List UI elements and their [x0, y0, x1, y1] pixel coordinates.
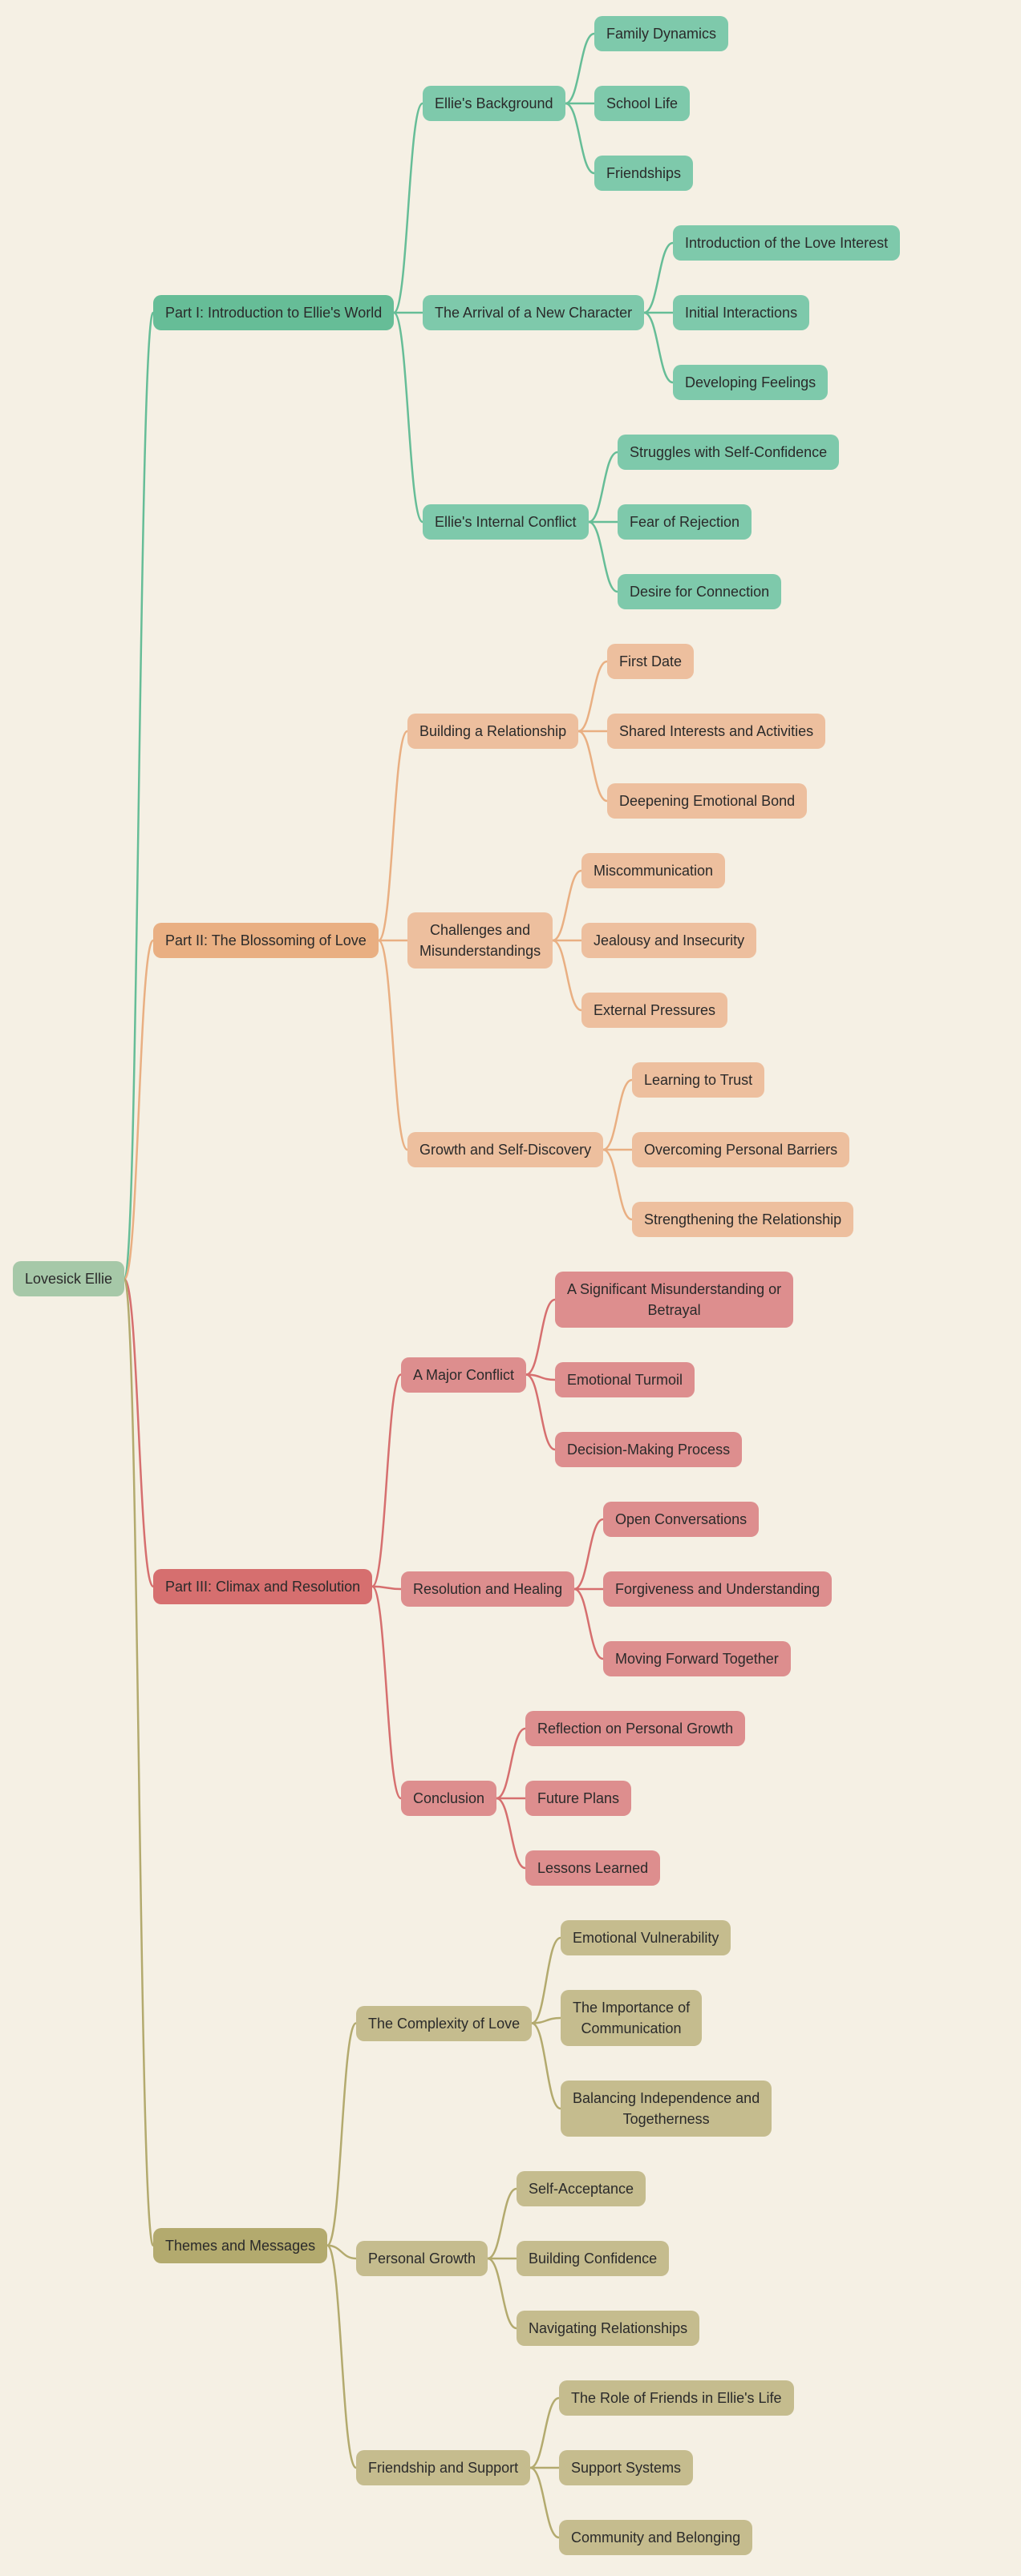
node-friendships[interactable]: Friendships	[594, 156, 694, 191]
node-the-role-of-friends-in-ellie-s-life[interactable]: The Role of Friends in Ellie's Life	[559, 2380, 794, 2416]
edge-part-i-introduction-to-ellie-s-world-to-ellie-s-background	[392, 102, 424, 314]
node-family-dynamics[interactable]: Family Dynamics	[594, 16, 729, 51]
node-jealousy-and-insecurity[interactable]: Jealousy and Insecurity	[581, 923, 757, 958]
edge-part-i-introduction-to-ellie-s-world-to-ellie-s-internal-conflict	[392, 311, 424, 524]
edge-resolution-and-healing-to-open-conversations	[573, 1518, 605, 1591]
edge-ellie-s-internal-conflict-to-desire-for-connection	[587, 520, 619, 593]
node-balancing-independence-and-togetherness[interactable]: Balancing Independence and Togetherness	[561, 2081, 772, 2137]
edge-challenges-and-misunderstandings-to-miscommunication	[551, 869, 583, 942]
node-overcoming-personal-barriers[interactable]: Overcoming Personal Barriers	[632, 1132, 850, 1167]
node-introduction-of-the-love-interest[interactable]: Introduction of the Love Interest	[673, 225, 901, 261]
edge-a-major-conflict-to-decision-making-process	[525, 1373, 557, 1451]
edge-the-arrival-of-a-new-character-to-introduction-of-the-love-interest	[642, 241, 675, 314]
node-the-importance-of-communication[interactable]: The Importance of Communication	[561, 1990, 703, 2046]
edge-growth-and-self-discovery-to-strengthening-the-relationship	[602, 1148, 634, 1221]
edge-building-a-relationship-to-first-date	[577, 660, 609, 733]
node-lessons-learned[interactable]: Lessons Learned	[525, 1850, 661, 1886]
node-themes-and-messages[interactable]: Themes and Messages	[153, 2228, 328, 2263]
node-resolution-and-healing[interactable]: Resolution and Healing	[401, 1571, 575, 1607]
node-ellie-s-background[interactable]: Ellie's Background	[423, 86, 565, 121]
node-strengthening-the-relationship[interactable]: Strengthening the Relationship	[632, 1202, 854, 1237]
node-the-complexity-of-love[interactable]: The Complexity of Love	[356, 2006, 533, 2041]
edge-ellie-s-background-to-family-dynamics	[564, 32, 596, 105]
edge-ellie-s-internal-conflict-to-struggles-with-self-confidence	[587, 451, 619, 524]
edge-themes-and-messages-to-the-complexity-of-love	[326, 2022, 358, 2246]
edge-lovesick-ellie-to-part-iii-climax-and-resolution	[123, 1278, 155, 1587]
node-external-pressures[interactable]: External Pressures	[581, 993, 728, 1028]
edge-growth-and-self-discovery-to-learning-to-trust	[602, 1078, 634, 1151]
edge-challenges-and-misunderstandings-to-external-pressures	[551, 939, 583, 1012]
node-support-systems[interactable]: Support Systems	[559, 2450, 694, 2485]
node-ellie-s-internal-conflict[interactable]: Ellie's Internal Conflict	[423, 504, 589, 540]
node-struggles-with-self-confidence[interactable]: Struggles with Self-Confidence	[618, 435, 840, 470]
node-reflection-on-personal-growth[interactable]: Reflection on Personal Growth	[525, 1711, 746, 1746]
edge-lovesick-ellie-to-part-i-introduction-to-ellie-s-world	[123, 311, 155, 1280]
edge-personal-growth-to-navigating-relationships	[486, 2257, 518, 2330]
node-a-major-conflict[interactable]: A Major Conflict	[401, 1357, 527, 1393]
edge-conclusion-to-lessons-learned	[495, 1797, 527, 1870]
node-forgiveness-and-understanding[interactable]: Forgiveness and Understanding	[603, 1571, 833, 1607]
edge-a-major-conflict-to-a-significant-misunderstanding-or-betrayal	[525, 1298, 557, 1376]
node-open-conversations[interactable]: Open Conversations	[603, 1502, 760, 1537]
node-self-acceptance[interactable]: Self-Acceptance	[517, 2171, 646, 2206]
edge-part-iii-climax-and-resolution-to-resolution-and-healing	[371, 1585, 403, 1591]
edge-part-ii-the-blossoming-of-love-to-building-a-relationship	[377, 730, 409, 942]
node-growth-and-self-discovery[interactable]: Growth and Self-Discovery	[407, 1132, 604, 1167]
node-conclusion[interactable]: Conclusion	[401, 1781, 497, 1816]
node-deepening-emotional-bond[interactable]: Deepening Emotional Bond	[607, 783, 808, 819]
node-moving-forward-together[interactable]: Moving Forward Together	[603, 1641, 791, 1676]
node-challenges-and-misunderstandings[interactable]: Challenges and Misunderstandings	[407, 912, 553, 969]
node-miscommunication[interactable]: Miscommunication	[581, 853, 726, 888]
node-personal-growth[interactable]: Personal Growth	[356, 2241, 488, 2276]
edge-building-a-relationship-to-deepening-emotional-bond	[577, 730, 609, 803]
edge-lovesick-ellie-to-part-ii-the-blossoming-of-love	[123, 939, 155, 1280]
edge-resolution-and-healing-to-moving-forward-together	[573, 1587, 605, 1660]
node-emotional-vulnerability[interactable]: Emotional Vulnerability	[561, 1920, 731, 1955]
edge-part-iii-climax-and-resolution-to-a-major-conflict	[371, 1373, 403, 1587]
edge-the-complexity-of-love-to-balancing-independence-and-togetherness	[530, 2022, 562, 2110]
edge-themes-and-messages-to-personal-growth	[326, 2244, 358, 2260]
node-desire-for-connection[interactable]: Desire for Connection	[618, 574, 782, 609]
edge-part-ii-the-blossoming-of-love-to-growth-and-self-discovery	[377, 939, 409, 1151]
node-part-i-introduction-to-ellie-s-world[interactable]: Part I: Introduction to Ellie's World	[153, 295, 395, 330]
node-future-plans[interactable]: Future Plans	[525, 1781, 632, 1816]
node-shared-interests-and-activities[interactable]: Shared Interests and Activities	[607, 714, 826, 749]
node-emotional-turmoil[interactable]: Emotional Turmoil	[555, 1362, 695, 1397]
node-part-ii-the-blossoming-of-love[interactable]: Part II: The Blossoming of Love	[153, 923, 379, 958]
edge-conclusion-to-reflection-on-personal-growth	[495, 1727, 527, 1800]
node-navigating-relationships[interactable]: Navigating Relationships	[517, 2311, 700, 2346]
node-developing-feelings[interactable]: Developing Feelings	[673, 365, 829, 400]
node-first-date[interactable]: First Date	[607, 644, 695, 679]
edge-the-complexity-of-love-to-the-importance-of-communication	[530, 2016, 562, 2024]
node-decision-making-process[interactable]: Decision-Making Process	[555, 1432, 743, 1467]
node-fear-of-rejection[interactable]: Fear of Rejection	[618, 504, 752, 540]
edge-themes-and-messages-to-friendship-and-support	[326, 2244, 358, 2469]
node-learning-to-trust[interactable]: Learning to Trust	[632, 1062, 765, 1098]
node-part-iii-climax-and-resolution[interactable]: Part III: Climax and Resolution	[153, 1569, 373, 1604]
edge-friendship-and-support-to-the-role-of-friends-in-ellie-s-life	[529, 2396, 561, 2469]
edge-lovesick-ellie-to-themes-and-messages	[123, 1278, 155, 2246]
node-lovesick-ellie[interactable]: Lovesick Ellie	[13, 1261, 125, 1296]
node-building-a-relationship[interactable]: Building a Relationship	[407, 714, 579, 749]
node-school-life[interactable]: School Life	[594, 86, 691, 121]
node-the-arrival-of-a-new-character[interactable]: The Arrival of a New Character	[423, 295, 645, 330]
edge-the-arrival-of-a-new-character-to-developing-feelings	[642, 311, 675, 384]
node-a-significant-misunderstanding-or-betrayal[interactable]: A Significant Misunderstanding or Betray…	[555, 1272, 794, 1328]
node-building-confidence[interactable]: Building Confidence	[517, 2241, 670, 2276]
edge-ellie-s-background-to-friendships	[564, 102, 596, 175]
edge-friendship-and-support-to-community-and-belonging	[529, 2466, 561, 2539]
edge-personal-growth-to-self-acceptance	[486, 2187, 518, 2260]
node-initial-interactions[interactable]: Initial Interactions	[673, 295, 810, 330]
node-community-and-belonging[interactable]: Community and Belonging	[559, 2520, 753, 2555]
node-friendship-and-support[interactable]: Friendship and Support	[356, 2450, 531, 2485]
edge-the-complexity-of-love-to-emotional-vulnerability	[530, 1936, 562, 2024]
edge-part-iii-climax-and-resolution-to-conclusion	[371, 1585, 403, 1800]
